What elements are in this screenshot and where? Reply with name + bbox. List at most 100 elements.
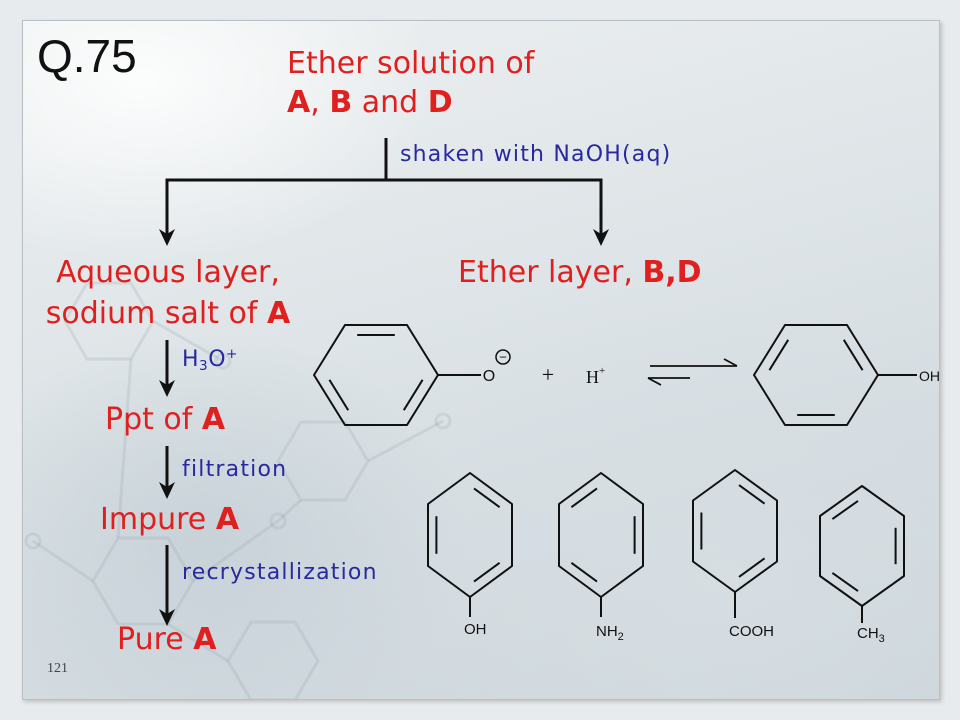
impure-product-label: Impure A [100,500,239,540]
pure-product-label: Pure A [117,620,216,660]
proton-charge: + [599,365,605,377]
reagent-charge: + [226,345,238,362]
phenol-ring-double-bond [473,487,501,509]
phenoxide-ring [313,324,439,426]
toluene-substituent-subscript: 3 [879,633,885,645]
pure-product-compound: A [193,622,217,657]
aniline-ring-double-bond [570,561,598,583]
question-number: Q.75 [37,30,137,82]
aniline-ring-double-bond [570,487,598,509]
benzoic-acid-ring-outline [692,469,778,593]
benzoic-acid-ring-double-bond [738,557,766,578]
toluene-substituent-text: CH [857,625,879,642]
compound-a-label: A [287,85,311,120]
ether-layer-compounds: B,D [642,255,702,290]
toluene-substituent-label: CH3 [857,625,885,645]
split-reagent-label: shaken with NaOH(aq) [400,142,672,167]
phenol-substituent-text: OH [464,621,487,638]
ether-layer-description: Ether layer, [458,255,633,290]
arrow-recrystallization-step-head [159,609,175,626]
arrow-to-aqueous-layer-head [159,229,175,246]
watermark-ring [276,420,370,502]
arrow-acid-step-head [159,380,175,397]
watermark-ring [63,281,155,361]
watermark-ring [226,620,320,699]
toluene-ring-outline [819,485,905,607]
aniline-substituent-text: NH [596,623,618,640]
phenoxide-oxygen-label: O [483,368,495,385]
phenol-hydroxyl-label: OH [919,368,940,384]
ether-layer-label: Ether layer, B,D [458,253,702,293]
aniline-ring-outline [558,472,644,598]
filtration-step-reagent: filtration [182,457,288,482]
aqueous-layer-compound: A [267,296,291,331]
impure-product-description: Impure [100,502,207,537]
toluene-ring-double-bond [831,572,859,592]
benzoic-acid-ring [692,469,778,593]
watermark-ring [91,536,195,626]
watermark-bond [152,319,224,363]
precipitate-description: Ppt of [105,402,193,437]
watermark-bond [116,358,133,539]
slide-page-number: 121 [47,661,68,676]
impure-product-compound: A [215,502,240,537]
watermark-structure [24,281,452,699]
watermark-atom [214,352,232,370]
watermark-atom [24,532,42,550]
phenoxide-ring-double-bond [328,379,350,411]
arrow-filtration-step-head [159,482,175,499]
slide-background [22,20,940,700]
benzoic-acid-ring-double-bond [738,484,766,505]
compound-separator: , [310,85,320,120]
flowchart-connectors [159,138,609,626]
reagent-subscript: 3 [199,358,209,375]
toluene-ring-double-bond [831,500,859,520]
reagent-oxygen: O [208,347,227,372]
equilibrium-arrows [647,358,738,386]
start-mixture-line1: Ether solution of [287,46,535,81]
structure-benzoic-acid: COOH [692,469,778,640]
benzoic-acid-substituent-text: COOH [729,623,774,640]
aqueous-layer-description: sodium salt of [45,296,258,331]
aqueous-layer-line2: sodium salt of A [18,294,318,334]
structure-toluene: CH3 [819,485,905,645]
structure-phenol: OH [427,472,513,638]
watermark-atom [269,512,287,530]
plus-sign: + [542,362,554,387]
phenol-ring-outline [427,472,513,598]
toluene-ring [819,485,905,607]
watermark-bond [276,498,303,523]
benzoic-acid-substituent-label: COOH [729,623,774,640]
negative-charge-sign: − [499,350,507,365]
watermark-bond [367,419,444,463]
aniline-substituent-subscript: 2 [618,631,624,643]
recrystallization-step-reagent: recrystallization [182,560,378,585]
compound-b-label: B [329,85,353,120]
phenol-ring-double-bond [473,561,501,583]
watermark-atom [434,412,452,430]
reagent-hydrogen: H [182,347,200,372]
structure-row: OH NH2 COOH CH3 [427,469,905,645]
equilibrium-equation: O − + H+ OH [313,324,940,426]
aqueous-layer-line1: Aqueous layer, [56,255,280,290]
watermark-bond [32,539,94,583]
phenol-ring-equation-double-bond [842,339,864,371]
phenol-substituent-label: OH [464,621,487,638]
precipitate-label: Ppt of A [105,400,225,440]
arrow-to-ether-layer-head [593,229,609,246]
phenol-ring-equation-double-bond [768,339,790,371]
acid-step-reagent: H3O+ [182,346,238,374]
phenoxide-ring-double-bond [402,379,424,411]
start-mixture-line2: A, B and D [287,83,453,123]
pure-product-description: Pure [117,622,184,657]
phenol-ring [427,472,513,598]
conjunction-label: and [361,85,419,120]
proton-symbol: H [586,367,599,387]
negative-charge-circle [495,349,511,365]
aniline-substituent-label: NH2 [596,623,624,643]
forward-arrow-barb [723,358,738,367]
proton-label: H+ [586,365,605,387]
compound-d-label: D [427,85,453,120]
phenoxide-ring-outline [313,324,439,426]
aniline-ring [558,472,644,598]
